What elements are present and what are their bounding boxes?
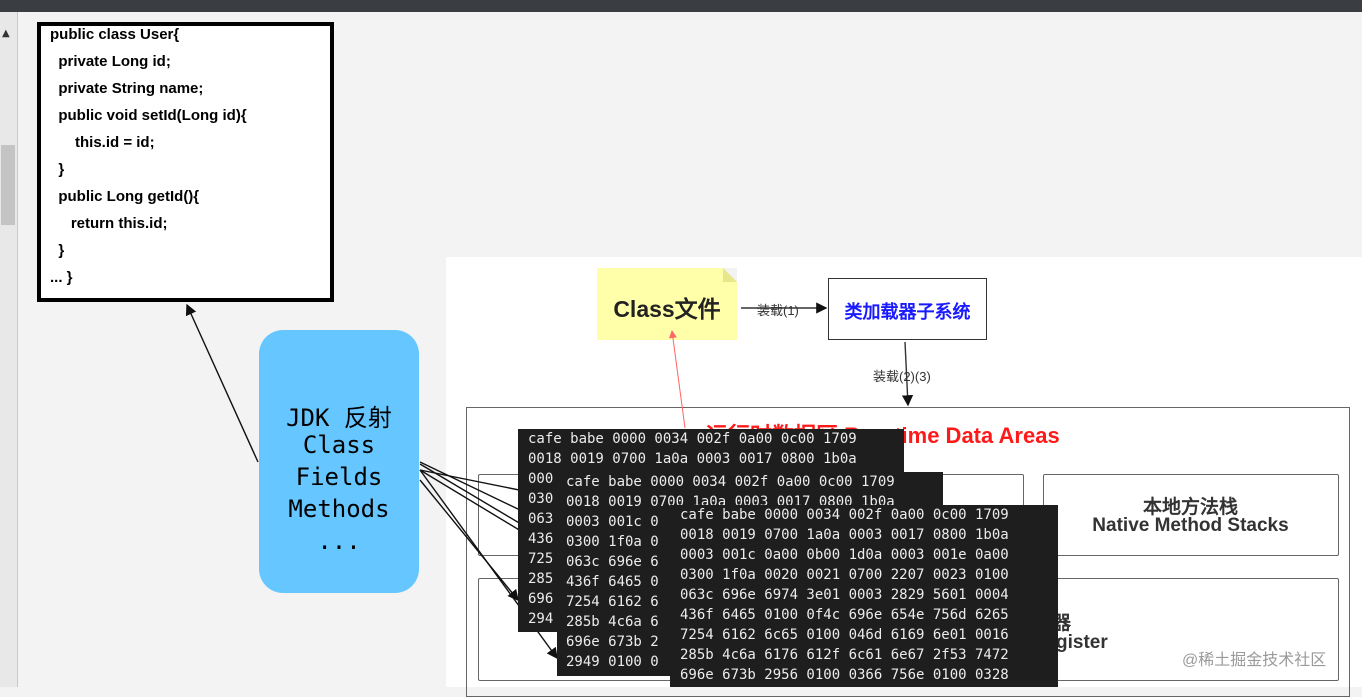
reflection-line: Fields: [295, 463, 383, 491]
hex-line: 436f 6465 0: [566, 574, 659, 590]
hex-line: 294: [528, 611, 554, 627]
hex-line: 0003 001c 0: [566, 514, 659, 530]
code-line: public void setId(Long id){: [50, 107, 247, 124]
bytecode-hexdump-panel: [670, 505, 1058, 687]
code-line: this.id = id;: [50, 134, 155, 151]
code-line: private Long id;: [50, 53, 171, 70]
scrollbar-thumb[interactable]: [1, 145, 15, 225]
hex-line: 2949 0100 0: [566, 654, 659, 670]
hex-line: 0300 1f0a 0020 0021 0700 2207 0023 0100: [680, 567, 1009, 583]
hex-line: 063: [528, 511, 554, 527]
hex-line: 0018 0019 0700 1a0a 0003 0017 0800 1b0a: [680, 527, 1009, 543]
hex-line: 696: [528, 591, 554, 607]
class-file-note: [597, 268, 737, 340]
native-method-stacks-box: [1043, 474, 1339, 556]
hex-line: 696e 673b 2: [566, 634, 659, 650]
hex-line: 0018 0019 0700 1a0a 0003 0017 0800 1b0a: [528, 451, 857, 467]
hex-line: 0003 001c 0a00 0b00 1d0a 0003 001e 0a00: [680, 547, 1009, 563]
code-line: }: [50, 161, 65, 178]
load-step-1-label: 装载(1): [757, 300, 799, 319]
hex-line: 000: [528, 471, 554, 487]
native-method-stacks-en: Native Method Stacks: [1092, 515, 1289, 536]
hex-line: 030: [528, 491, 554, 507]
scroll-up-arrow-icon[interactable]: ▲: [2, 28, 10, 39]
pc-register-en: gister: [1056, 632, 1108, 653]
hex-line: 285b 4c6a 6: [566, 614, 659, 630]
reflection-line: ...: [317, 527, 361, 555]
code-line: public class User{: [50, 26, 180, 43]
hex-line: cafe babe 0000 0034 002f 0a00 0c00 1709: [528, 431, 857, 447]
hex-line: 436: [528, 531, 554, 547]
code-line: private String name;: [50, 80, 204, 97]
load-step-23-label: 装载(2)(3): [873, 366, 931, 385]
jdk-reflection-bubble: [259, 330, 419, 593]
hex-line: 285: [528, 571, 554, 587]
hex-line: 7254 6162 6c65 0100 046d 6169 6e01 0016: [680, 627, 1009, 643]
hex-line: 063c 696e 6: [566, 554, 659, 570]
hex-line: 285b 4c6a 6176 612f 6c61 6e67 2f53 7472: [680, 647, 1009, 663]
native-method-stacks-cn: 本地方法栈: [1142, 497, 1238, 518]
hex-line: 725: [528, 551, 554, 567]
code-line: }: [50, 242, 65, 259]
reflection-line: Class: [302, 431, 376, 459]
hex-line: 0300 1f0a 0: [566, 534, 659, 550]
code-line: return this.id;: [50, 215, 168, 232]
hex-line: cafe babe 0000 0034 002f 0a00 0c00 1709: [566, 474, 895, 490]
hex-line: cafe babe 0000 0034 002f 0a00 0c00 1709: [680, 507, 1009, 523]
hex-line: 696e 673b 2956 0100 0366 756e 0100 0328: [680, 667, 1009, 683]
class-loader-box: [828, 278, 987, 340]
reflection-line: Methods: [288, 495, 390, 523]
class-loader-label: 类加载器子系统: [844, 302, 971, 322]
code-line: ... }: [50, 269, 73, 286]
hex-line: 063c 696e 6974 3e01 0003 2829 5601 0004: [680, 587, 1009, 603]
vertical-scrollbar[interactable]: ▲: [0, 12, 18, 687]
user-class-code-box: [37, 22, 334, 302]
hex-line: 436f 6465 0100 0f4c 696e 654e 756d 6265: [680, 607, 1009, 623]
watermark-text: @稀土掘金技术社区: [1182, 652, 1327, 669]
class-file-label: Class文件: [613, 296, 721, 322]
note-corner-fold: [723, 268, 737, 282]
reflection-line: JDK 反射: [286, 404, 392, 432]
window-top-bar: [0, 0, 1362, 12]
code-line: public Long getId(){: [50, 188, 200, 205]
hex-line: 7254 6162 6: [566, 594, 659, 610]
